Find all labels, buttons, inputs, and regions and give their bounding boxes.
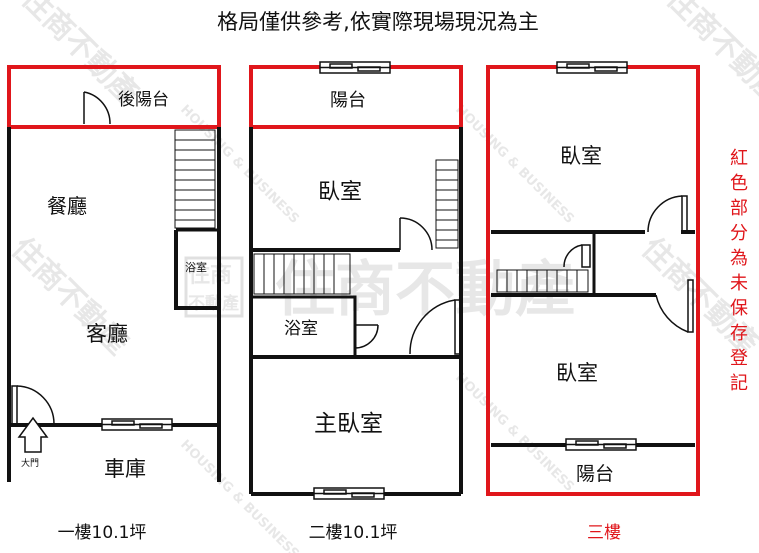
entry-arrow-icon [17, 416, 49, 453]
floor-1-front-door [11, 385, 55, 425]
watermark-english-4: HOUSING & BUSINESS [452, 370, 577, 495]
floor-3-top-bedroom-door [647, 195, 688, 233]
note-char: 未 [730, 273, 748, 294]
floor-2-caption: 二樓10.1坪 [309, 523, 398, 543]
floor-1-garage-label: 車庫 [104, 457, 146, 481]
floor-1-garage-window [101, 418, 173, 431]
floor-3-plan [486, 61, 700, 496]
floor-2-stairs-upper [435, 159, 459, 249]
floor-2-top-window [319, 61, 391, 74]
note-char: 記 [730, 373, 748, 394]
floor-1-back-door [83, 91, 111, 125]
watermark-brand-main: 住商不動產 [275, 255, 575, 325]
note-char: 紅 [730, 148, 748, 169]
floor-3-balcony-label: 陽台 [576, 463, 614, 485]
floor-2-bathroom-door [354, 324, 379, 349]
floor-2-balcony-label: 陽台 [330, 90, 366, 111]
note-char: 保 [730, 298, 748, 319]
floor-3-bottom-bedroom-door [655, 279, 694, 333]
note-char: 部 [730, 198, 748, 219]
floor-3-stair-door [563, 244, 591, 268]
floor-2-stairs-lower [253, 253, 351, 295]
floor-2-bedroom-door [399, 217, 433, 251]
floor-2-master-door [409, 299, 461, 355]
watermark-brand-diag-4: 住商不動產 [659, 0, 759, 112]
floor-3-stairs [496, 269, 589, 293]
floor-1-living-label: 客廳 [86, 322, 128, 346]
unregistered-note: 紅 色 部 分 為 未 保 存 登 記 [730, 148, 748, 394]
watermark-english-2: HOUSING & BUSINESS [452, 102, 577, 227]
floor-3-caption: 三樓 [587, 523, 621, 543]
note-char: 色 [730, 173, 748, 194]
floor-1-door-label: 大門 [21, 457, 39, 469]
floor-2-bottom-window [313, 487, 385, 500]
floor-1-bathroom-label: 浴室 [185, 260, 207, 274]
floor-3-top-window [556, 61, 628, 74]
watermark-english-1: HOUSING & BUSINESS [177, 102, 302, 227]
note-char: 分 [730, 223, 748, 244]
floor-2-bedroom-label: 臥室 [318, 180, 362, 205]
floor-2-plan [249, 61, 463, 500]
floor-2-master-bedroom-label: 主臥室 [314, 411, 383, 437]
floor-3-bottom-bedroom-label: 臥室 [556, 361, 598, 385]
watermark-box-bottom: 不動產 [188, 293, 239, 314]
floor-2-bathroom-label: 浴室 [284, 319, 318, 339]
floor-3-top-bedroom-label: 臥室 [560, 144, 602, 168]
note-char: 登 [730, 348, 748, 369]
floor-1-dining-label: 餐廳 [47, 194, 87, 218]
floor-1-back-balcony-label: 後陽台 [118, 90, 169, 110]
floor-1-plan [7, 65, 221, 482]
floor-1-caption: 一樓10.1坪 [58, 523, 147, 543]
note-char: 為 [730, 248, 748, 269]
floor-1-stairs [174, 129, 216, 229]
page-title: 格局僅供參考,依實際現場現況為主 [217, 10, 539, 34]
note-char: 存 [730, 323, 748, 344]
floor-3-balcony-window [565, 438, 637, 451]
watermark-box-top: 住商 [188, 262, 232, 288]
